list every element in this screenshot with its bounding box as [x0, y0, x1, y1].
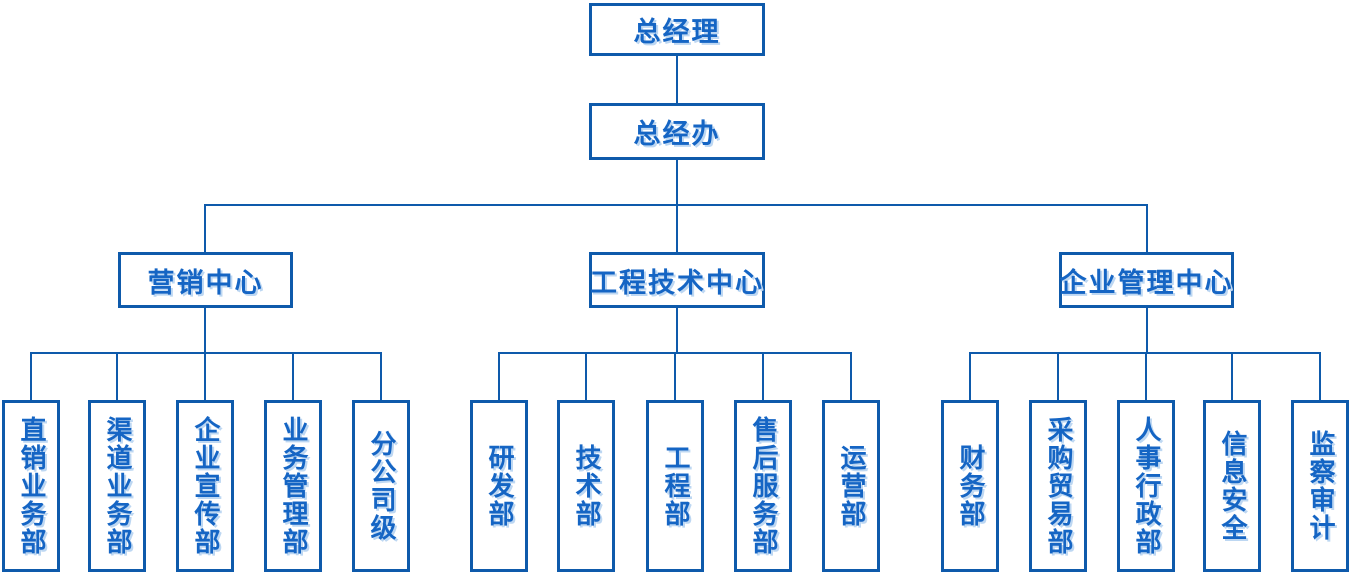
- org-node-finance-dept: 财务部: [941, 400, 999, 572]
- node-label: 采购贸易部: [1043, 416, 1073, 556]
- connector-drop-child: [850, 352, 852, 400]
- node-label: 业务管理部: [278, 416, 308, 556]
- org-node-operations-dept: 运营部: [822, 400, 880, 572]
- node-label: 财务部: [955, 444, 985, 528]
- org-node-supervision-audit: 监察审计: [1291, 400, 1349, 572]
- node-label: 营销中心: [147, 267, 264, 299]
- connector-drop-engineering: [676, 204, 678, 252]
- node-label: 运营部: [836, 444, 866, 528]
- node-label: 技术部: [571, 444, 601, 528]
- connector-drop-child: [762, 352, 764, 400]
- org-node-corporate-publicity-dept: 企业宣传部: [176, 400, 234, 572]
- connector-management-trunk: [1146, 308, 1148, 354]
- connector-drop-child: [292, 352, 294, 400]
- node-label: 企业宣传部: [190, 416, 220, 556]
- node-label: 渠道业务部: [102, 416, 132, 556]
- node-label: 售后服务部: [748, 416, 778, 556]
- connector-drop-marketing: [204, 204, 206, 252]
- node-label: 企业管理中心: [1059, 267, 1234, 299]
- connector-drop-child: [116, 352, 118, 400]
- connector-drop-child: [969, 352, 971, 400]
- org-node-direct-sales-dept: 直销业务部: [2, 400, 60, 572]
- node-label: 研发部: [484, 444, 514, 528]
- org-node-hr-admin-dept: 人事行政部: [1117, 400, 1175, 572]
- connector-drop-child: [1231, 352, 1233, 400]
- org-node-business-management-dept: 业务管理部: [264, 400, 322, 572]
- node-label: 总经理: [633, 17, 721, 48]
- org-node-enterprise-management-center: 企业管理中心: [1059, 252, 1234, 308]
- connector-drop-child: [1145, 352, 1147, 400]
- connector-drop-child: [30, 352, 32, 400]
- org-node-branch-company-level: 分公司级: [352, 400, 410, 572]
- org-node-information-security: 信息安全: [1203, 400, 1261, 572]
- node-label: 分公司级: [366, 430, 396, 542]
- node-label: 信息安全: [1217, 430, 1247, 542]
- connector-marketing-trunk: [204, 308, 206, 354]
- node-label: 直销业务部: [16, 416, 46, 556]
- node-label: 工程技术中心: [590, 267, 764, 299]
- org-node-procurement-trade-dept: 采购贸易部: [1029, 400, 1087, 572]
- connector-drop-child: [1057, 352, 1059, 400]
- org-node-channel-sales-dept: 渠道业务部: [88, 400, 146, 572]
- connector-drop-child: [674, 352, 676, 400]
- org-node-engineering-tech-center: 工程技术中心: [589, 252, 765, 308]
- org-node-marketing-center: 营销中心: [118, 252, 293, 308]
- node-label: 监察审计: [1305, 430, 1335, 542]
- connector-office-trunk: [676, 160, 678, 206]
- connector-drop-child: [1319, 352, 1321, 400]
- org-node-after-sales-service-dept: 售后服务部: [734, 400, 792, 572]
- node-label: 人事行政部: [1131, 416, 1161, 556]
- node-label: 工程部: [660, 444, 690, 528]
- connector-drop-child: [498, 352, 500, 400]
- node-label: 总经办: [633, 119, 721, 150]
- connector-drop-child: [380, 352, 382, 400]
- connector-root-to-office: [676, 56, 678, 103]
- org-node-technology-dept: 技术部: [557, 400, 615, 572]
- org-node-general-manager-office: 总经办: [589, 103, 765, 160]
- connector-drop-child: [585, 352, 587, 400]
- org-node-rnd-dept: 研发部: [470, 400, 528, 572]
- connector-marketing-horizontal: [30, 352, 382, 354]
- org-node-general-manager: 总经理: [589, 3, 765, 56]
- connector-drop-management: [1146, 204, 1148, 252]
- connector-drop-child: [204, 352, 206, 400]
- connector-engineering-trunk: [676, 308, 678, 354]
- org-node-engineering-dept: 工程部: [646, 400, 704, 572]
